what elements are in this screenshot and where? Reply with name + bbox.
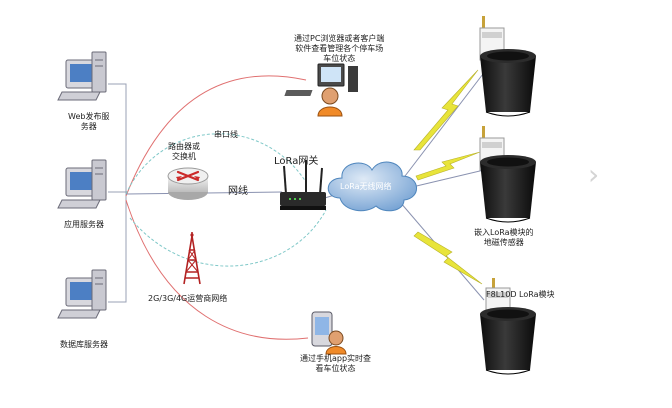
pc-connection-line	[125, 75, 307, 197]
parking-sensor-icon	[479, 16, 536, 117]
lora-gateway-icon	[280, 160, 326, 210]
server-bus-line	[108, 83, 127, 303]
router-label: 路由器或交换机	[168, 142, 200, 161]
cloud-sensor-line-2	[407, 169, 485, 189]
parking-sensor-icon	[479, 126, 536, 223]
server-computer-icon	[57, 51, 107, 101]
cloud-label: LoRa无线网络	[340, 182, 392, 191]
lora-gateway-label: LoRa网关	[274, 156, 319, 167]
serial-cable-line	[125, 133, 307, 195]
chevron-right-icon[interactable]: ›	[588, 158, 600, 191]
lightning-bolt-icon	[413, 231, 483, 285]
network-cable-label: 网线	[228, 186, 248, 197]
phone-note-label: 通过手机app实时查看车位状态	[300, 354, 372, 373]
cellular-network-label: 2G/3G/4G运营商网络	[148, 294, 228, 303]
cellular-arc-line	[129, 209, 327, 267]
router-icon	[167, 167, 209, 200]
lightning-bolt-icon	[413, 69, 479, 151]
cell-tower-icon	[183, 232, 201, 285]
pc-user-icon	[284, 63, 358, 117]
serial-cable-label: 串口线	[214, 130, 238, 139]
sensor-note-label: 嵌入LoRa模块的地磁传感器	[474, 228, 534, 247]
db-server-label: 数据库服务器	[60, 340, 108, 349]
phone-user-icon	[311, 311, 347, 355]
app-server-label: 应用服务器	[64, 220, 104, 229]
server-computer-icon	[57, 269, 107, 319]
wireless-cloud-icon	[327, 161, 417, 212]
lightning-bolt-icon	[415, 151, 481, 181]
server-computer-icon	[57, 159, 107, 209]
web-server-label: Web发布服务器	[68, 112, 110, 131]
parking-sensor-icon	[480, 278, 536, 375]
cloud-sensor-line-1	[401, 69, 487, 181]
phone-connection-line	[125, 199, 309, 340]
lora-module-label: F8L10D LoRa模块	[486, 290, 555, 299]
pc-note-label: 通过PC浏览器或者客户端软件查看管理各个停车场车位状态	[294, 34, 385, 63]
